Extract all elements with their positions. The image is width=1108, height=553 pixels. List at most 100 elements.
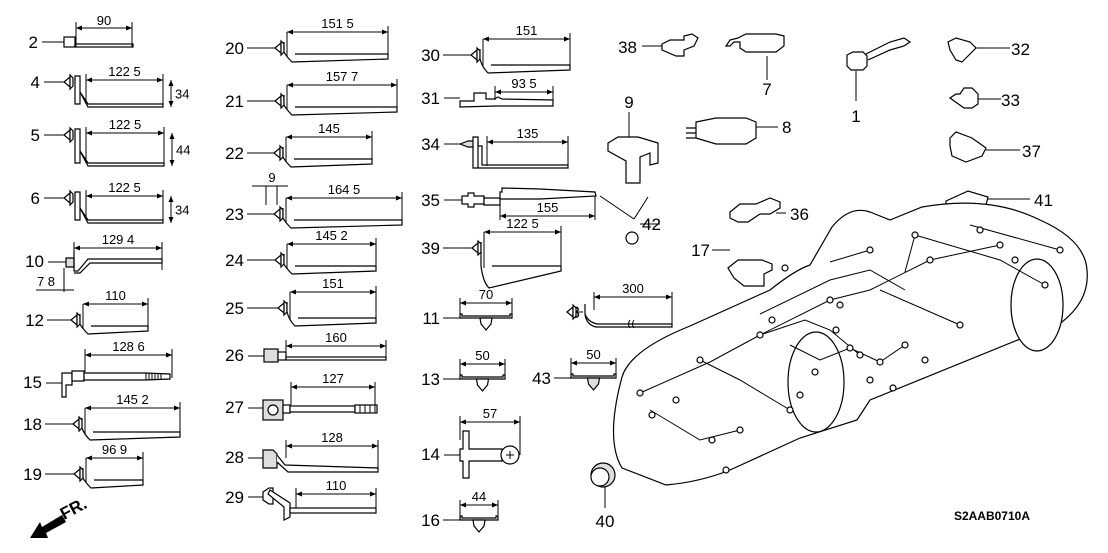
part-number-label: 11 bbox=[422, 309, 440, 328]
part-number-label: 4 bbox=[31, 73, 40, 92]
clip-part-3: 3300 bbox=[566, 281, 673, 329]
dimension-value: 34 bbox=[175, 87, 189, 102]
clip-head-icon bbox=[586, 377, 601, 391]
clip-head-icon bbox=[65, 257, 75, 268]
part-number-label: 7 bbox=[762, 80, 771, 99]
diagram-reference-code: S2AAB0710A bbox=[954, 509, 1030, 523]
dimension-value: 122 5 bbox=[109, 117, 142, 132]
part-number-label: 18 bbox=[23, 415, 42, 434]
harness-connector bbox=[826, 296, 834, 304]
harness-connector bbox=[768, 316, 776, 324]
clip-strap bbox=[283, 95, 398, 116]
clip-head-icon bbox=[63, 75, 71, 89]
clip-head-icon bbox=[274, 41, 282, 55]
part-number-label: 36 bbox=[790, 205, 809, 224]
part-number-label: 6 bbox=[31, 189, 40, 208]
clip-head-icon bbox=[63, 128, 71, 142]
clip-body bbox=[459, 430, 503, 479]
clip-strap bbox=[282, 147, 373, 168]
dimension-value: 44 bbox=[472, 489, 486, 504]
part-number-label: 15 bbox=[23, 373, 42, 392]
part-number-label: 21 bbox=[225, 92, 244, 111]
clip-head-icon bbox=[475, 378, 490, 392]
dimension-value: 50 bbox=[586, 347, 600, 362]
dimension-arrow-icon bbox=[495, 89, 553, 95]
part-number-label: 20 bbox=[225, 39, 244, 58]
part-32: 32 bbox=[947, 37, 1030, 63]
clip-body bbox=[262, 449, 278, 469]
clip-strap bbox=[81, 418, 181, 441]
clip-strap bbox=[283, 42, 389, 63]
clip-head-icon bbox=[274, 94, 282, 108]
dimension-value: 110 bbox=[326, 478, 347, 493]
part-number-label: 9 bbox=[624, 93, 633, 112]
part-37: 37 bbox=[949, 131, 1041, 163]
part-33: 33 bbox=[948, 87, 1020, 110]
harness-connector bbox=[866, 246, 874, 254]
clip-body bbox=[459, 92, 554, 108]
part-number-label: 26 bbox=[225, 346, 244, 365]
dimension-arrow-icon bbox=[76, 25, 132, 31]
harness-connector bbox=[636, 389, 644, 397]
dimension-value: 145 2 bbox=[315, 228, 348, 243]
part-number-label: 17 bbox=[691, 241, 710, 260]
dimension-value: 300 bbox=[622, 281, 644, 296]
dimension-value: 44 bbox=[176, 143, 190, 158]
clip-strap bbox=[282, 208, 403, 229]
clip-strap bbox=[79, 314, 149, 335]
clip-head-icon bbox=[273, 207, 281, 221]
part-number-label: 38 bbox=[618, 38, 637, 57]
clip-strap bbox=[480, 242, 562, 289]
clip-head-icon bbox=[274, 253, 282, 267]
harness-connector bbox=[856, 351, 864, 359]
dimension-value: 122 5 bbox=[506, 216, 539, 231]
part-number-label: 14 bbox=[421, 445, 440, 464]
harness-connector bbox=[976, 226, 984, 234]
harness-connector bbox=[1056, 246, 1064, 254]
leader-line bbox=[599, 195, 649, 220]
dimension-value: 128 bbox=[321, 430, 343, 445]
clip-body bbox=[461, 192, 485, 208]
clip-icon bbox=[727, 259, 773, 287]
rear-wheel bbox=[1010, 258, 1064, 352]
harness-connector bbox=[756, 331, 764, 339]
part-number-label: 34 bbox=[421, 135, 440, 154]
harness-connector bbox=[889, 384, 897, 392]
clip-strap bbox=[479, 49, 571, 74]
clip-head-icon bbox=[277, 301, 285, 315]
dimension-value: 128 6 bbox=[112, 339, 145, 354]
part-number-label: 12 bbox=[25, 311, 44, 330]
clip-bracket bbox=[74, 128, 81, 164]
clip-strap bbox=[283, 254, 377, 275]
harness-connector bbox=[696, 356, 704, 364]
dimension-value: 9 bbox=[268, 170, 275, 185]
part-number-label: 10 bbox=[25, 252, 44, 271]
clip-icon bbox=[729, 197, 781, 223]
part-number-label: 43 bbox=[532, 369, 551, 388]
harness-connector bbox=[901, 341, 909, 349]
harness-connector bbox=[921, 356, 929, 364]
harness-connector bbox=[811, 368, 819, 376]
clip-bracket bbox=[74, 191, 81, 221]
dimension-arrow-icon bbox=[168, 80, 174, 107]
clip-icon bbox=[948, 87, 979, 109]
dimension-value: 70 bbox=[479, 287, 493, 302]
part-36: 36 bbox=[729, 197, 809, 224]
